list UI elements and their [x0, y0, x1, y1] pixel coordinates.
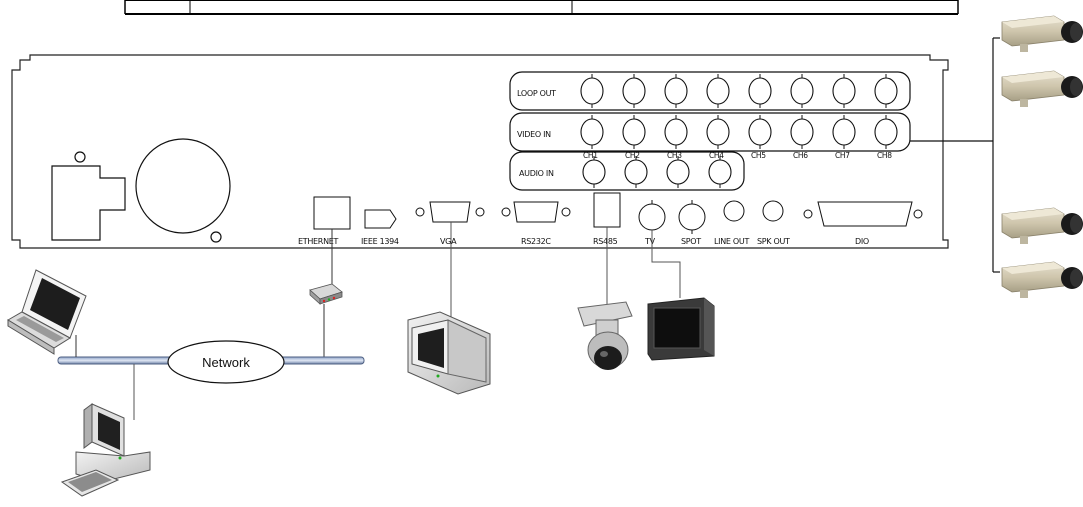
audio-in-label: AUDIO IN	[519, 169, 554, 178]
tv-label: TV	[644, 237, 656, 246]
fan-icon	[135, 138, 231, 234]
loop-out-bnc-5[interactable]	[748, 74, 772, 108]
ptz-dome-camera-icon	[577, 301, 633, 370]
channel-labels: CH1 CH2 CH3 CH4 CH5 CH6 CH7 CH8	[583, 151, 893, 160]
spot-label: SPOT	[681, 237, 701, 246]
rs485-label: RS485	[593, 237, 618, 246]
line-out-label: LINE OUT	[714, 237, 749, 246]
video-in-bnc-4[interactable]	[706, 115, 730, 149]
video-in-label: VIDEO IN	[517, 130, 551, 139]
video-in-bnc-2[interactable]	[622, 115, 646, 149]
network-label: Network	[202, 355, 250, 370]
bnc-connector-rows	[580, 74, 898, 188]
laptop-icon	[7, 269, 87, 355]
channel-label-7: CH7	[835, 151, 850, 160]
ieee1394-port[interactable]	[364, 209, 397, 229]
loop-out-label: LOOP OUT	[517, 89, 556, 98]
loop-out-bnc-3[interactable]	[664, 74, 688, 108]
top-table-border	[124, 0, 959, 15]
box-camera-icon	[1001, 15, 1083, 52]
camera-column	[1001, 15, 1083, 298]
audio-in-bnc-2[interactable]	[624, 156, 648, 188]
video-in-group	[509, 112, 911, 152]
dio-port[interactable]	[803, 201, 923, 227]
power-section	[51, 138, 231, 243]
audio-in-group	[509, 151, 745, 191]
tv-monitor-icon	[647, 297, 715, 361]
audio-in-bnc-4[interactable]	[708, 156, 732, 188]
vga-port[interactable]	[415, 201, 485, 223]
channel-label-4: CH4	[709, 151, 724, 160]
video-in-bnc-6[interactable]	[790, 115, 814, 149]
spot-port[interactable]	[678, 200, 706, 234]
channel-label-3: CH3	[667, 151, 682, 160]
dio-label: DIO	[855, 237, 869, 246]
audio-in-bnc-3[interactable]	[666, 156, 690, 188]
video-in-bnc-5[interactable]	[748, 115, 772, 149]
rs232c-port[interactable]	[501, 201, 571, 223]
loop-out-bnc-2[interactable]	[622, 74, 646, 108]
loop-out-group	[509, 71, 911, 111]
video-in-bnc-7[interactable]	[832, 115, 856, 149]
crt-monitor-icon	[407, 311, 491, 395]
loop-out-bnc-1[interactable]	[580, 74, 604, 108]
loop-out-bnc-4[interactable]	[706, 74, 730, 108]
channel-label-5: CH5	[751, 151, 766, 160]
channel-label-1: CH1	[583, 151, 598, 160]
audio-in-bnc-1[interactable]	[582, 156, 606, 188]
channel-label-2: CH2	[625, 151, 640, 160]
rs232c-label: RS232C	[521, 237, 551, 246]
box-camera-icon	[1001, 70, 1083, 107]
video-in-bnc-1[interactable]	[580, 115, 604, 149]
video-in-bnc-3[interactable]	[664, 115, 688, 149]
box-camera-icon	[1001, 261, 1083, 298]
video-in-bnc-8[interactable]	[874, 115, 898, 149]
network-hub-icon	[309, 283, 343, 305]
ethernet-label: ETHERNET	[298, 237, 339, 246]
line-out-port[interactable]	[723, 200, 745, 222]
box-camera-icon	[1001, 207, 1083, 244]
spk-out-label: SPK OUT	[757, 237, 790, 246]
network-cloud	[167, 340, 285, 384]
ieee1394-label: IEEE 1394	[361, 237, 399, 246]
vga-label: VGA	[440, 237, 457, 246]
spk-out-port[interactable]	[762, 200, 784, 222]
channel-label-6: CH6	[793, 151, 808, 160]
channel-label-8: CH8	[877, 151, 892, 160]
desktop-pc-icon	[60, 403, 151, 497]
loop-out-bnc-6[interactable]	[790, 74, 814, 108]
loop-out-bnc-7[interactable]	[832, 74, 856, 108]
loop-out-bnc-8[interactable]	[874, 74, 898, 108]
camera-bracket	[910, 37, 1000, 273]
